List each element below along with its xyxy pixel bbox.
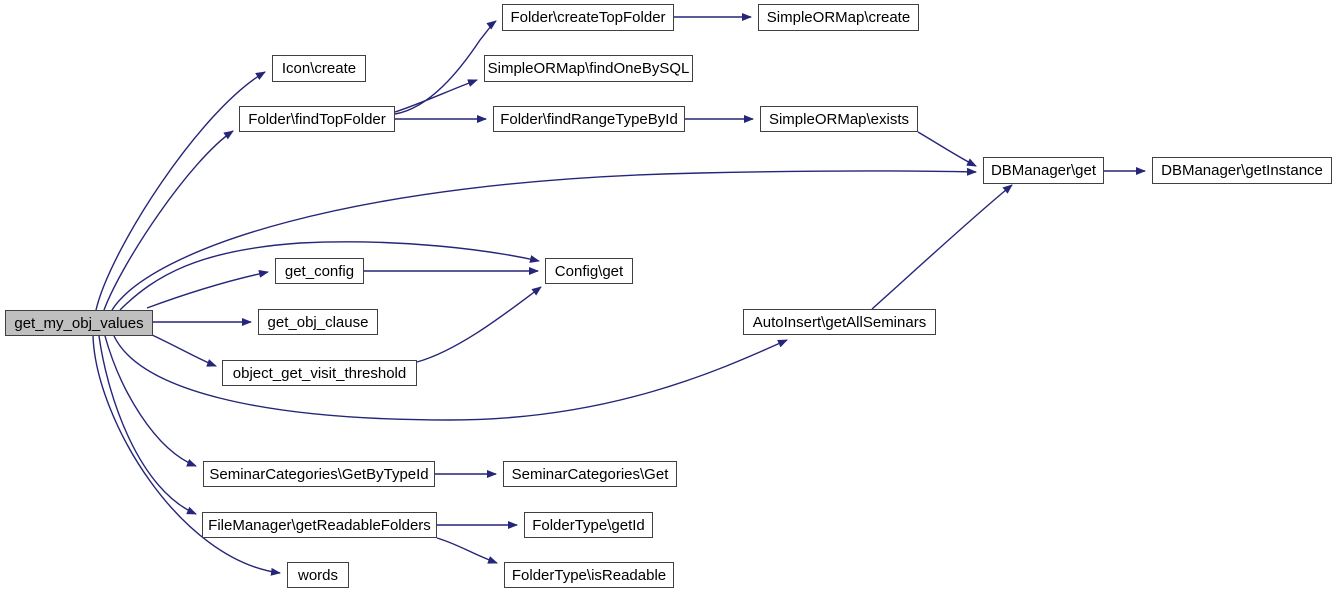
graph-node-object-get-visit-threshold[interactable]: object_get_visit_threshold	[222, 360, 417, 386]
call-edge	[436, 537, 498, 564]
graph-node-folder-findrangetypebyid[interactable]: Folder\findRangeTypeById	[493, 106, 685, 132]
graph-node-simpleormap-exists[interactable]: SimpleORMap\exists	[760, 106, 918, 132]
graph-node-seminarcategories-getbytypeid[interactable]: SeminarCategories\GetByTypeId	[203, 461, 435, 487]
call-edge	[394, 79, 478, 113]
call-edge	[416, 286, 542, 363]
graph-node-filemanager-getreadablefolders[interactable]: FileManager\getReadableFolders	[202, 512, 437, 538]
call-edge	[104, 335, 197, 467]
call-edge	[103, 130, 234, 311]
graph-node-get-obj-clause[interactable]: get_obj_clause	[258, 309, 378, 335]
graph-node-foldertype-getid[interactable]: FolderType\getId	[524, 512, 653, 538]
graph-node-dbmanager-getinstance[interactable]: DBManager\getInstance	[1152, 157, 1332, 184]
call-edge	[149, 333, 217, 367]
graph-node-get-my-obj-values[interactable]: get_my_obj_values	[5, 310, 153, 336]
call-edge	[111, 167, 977, 311]
call-edge	[871, 184, 1013, 310]
call-edge	[146, 269, 269, 309]
graph-node-simpleormap-findonebysql[interactable]: SimpleORMap\findOneBySQL	[484, 55, 693, 82]
graph-node-simpleormap-create[interactable]: SimpleORMap\create	[758, 4, 919, 31]
graph-node-foldertype-isreadable[interactable]: FolderType\isReadable	[504, 562, 674, 588]
graph-node-seminarcategories-get[interactable]: SeminarCategories\Get	[503, 461, 677, 487]
graph-node-get-config[interactable]: get_config	[275, 258, 364, 284]
graph-node-folder-createtopfolder[interactable]: Folder\createTopFolder	[502, 4, 674, 31]
graph-node-dbmanager-get[interactable]: DBManager\get	[983, 157, 1104, 184]
call-edge	[917, 131, 977, 167]
call-edge	[113, 335, 788, 421]
call-edge	[394, 20, 497, 115]
graph-node-words[interactable]: words	[287, 562, 349, 588]
call-edge	[98, 335, 197, 515]
graph-node-autoinsert-getallseminars[interactable]: AutoInsert\getAllSeminars	[743, 309, 936, 335]
graph-node-config-get[interactable]: Config\get	[545, 258, 633, 284]
graph-node-folder-findtopfolder[interactable]: Folder\findTopFolder	[239, 106, 395, 132]
graph-node-icon-create[interactable]: Icon\create	[272, 55, 366, 82]
